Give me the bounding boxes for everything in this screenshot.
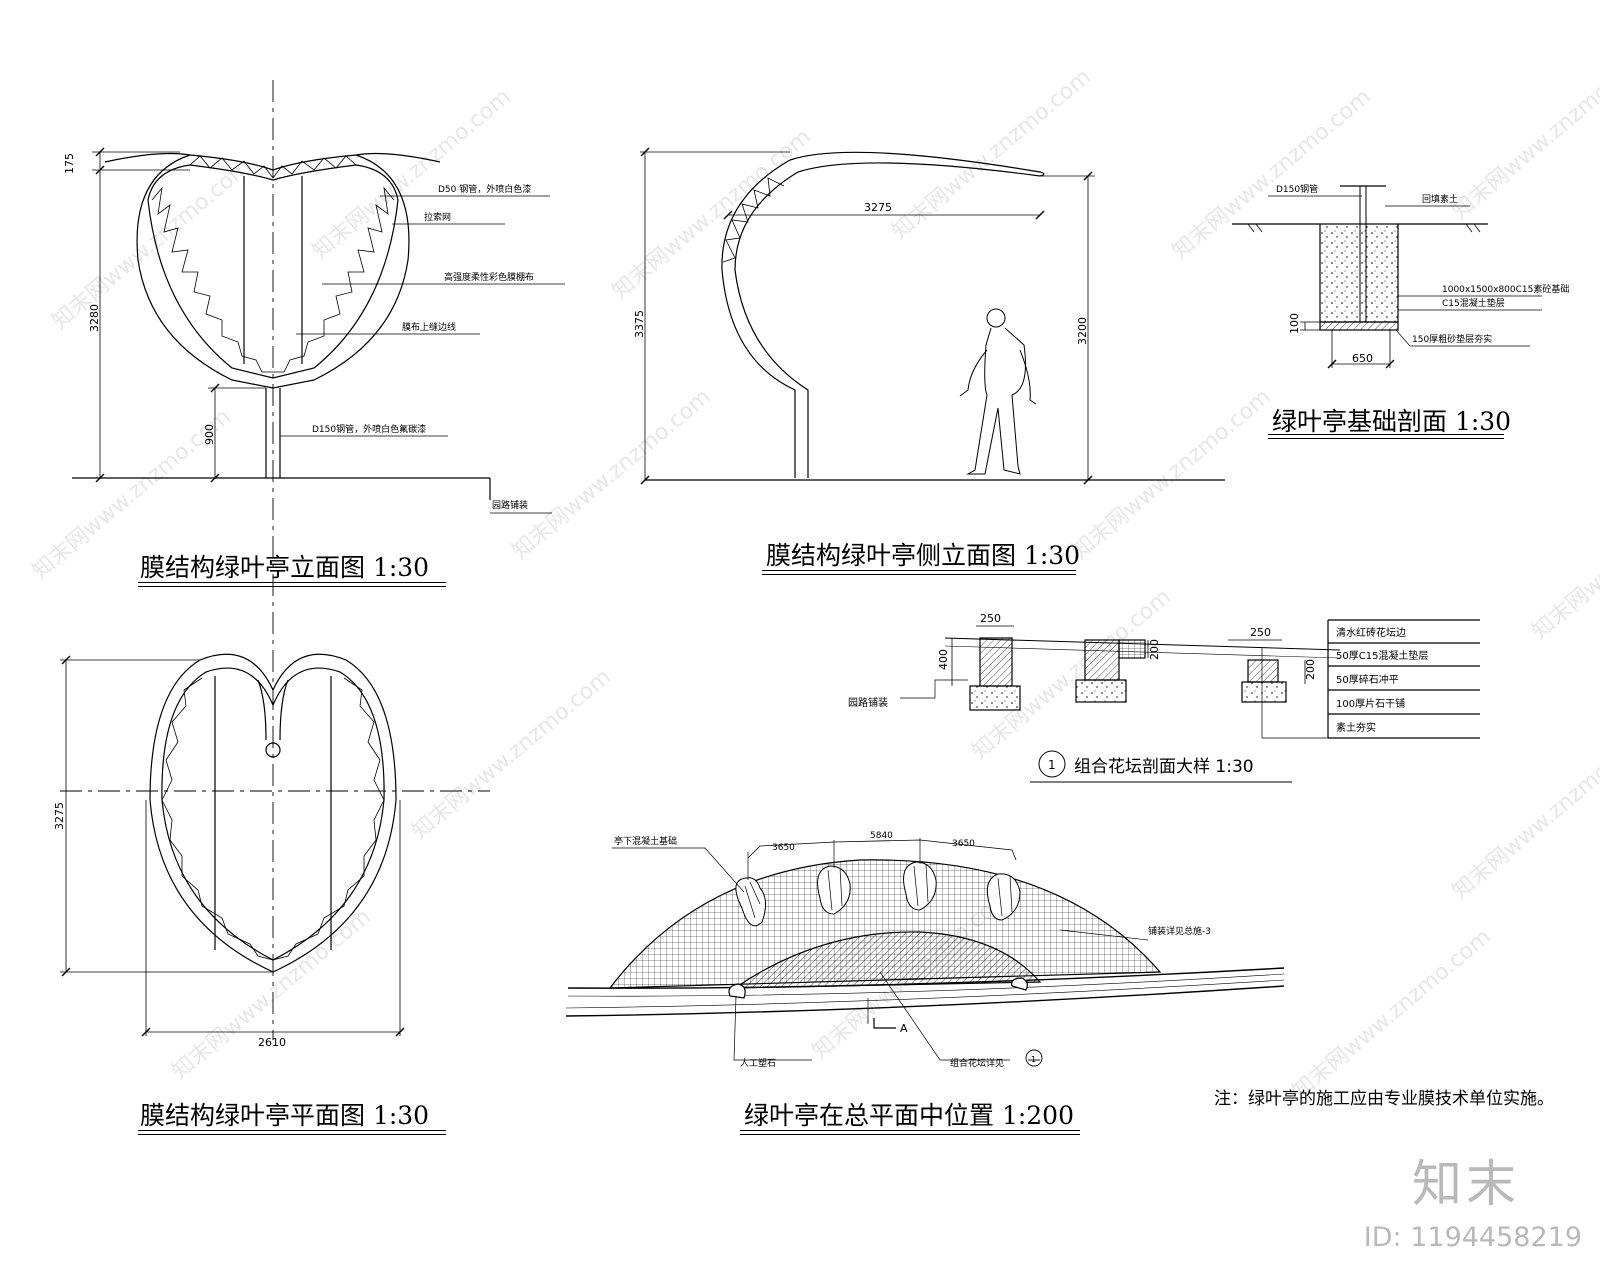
- site-dim-1: 3650: [772, 843, 795, 853]
- elevation-label-4: 膜布上缝边线: [402, 321, 456, 333]
- watermark-tile-15: 知末网www.znzmo.com: [1288, 924, 1496, 1104]
- side-elevation-view: [640, 147, 1225, 485]
- watermark-tile-7: 知末网www.znzmo.com: [508, 384, 716, 564]
- foundation-label-1: D150钢管: [1276, 183, 1318, 195]
- foundation-title: 绿叶亭基础剖面 1:30: [1272, 407, 1512, 436]
- plan-dim-width: 2610: [258, 1036, 286, 1049]
- planter-dim-w1: 250: [980, 612, 1001, 625]
- elevation-label-3: 高强度柔性彩色膜棚布: [444, 271, 534, 283]
- foundation-title-rule: [1268, 434, 1504, 439]
- site-dim-2: 5840: [870, 831, 893, 841]
- plan-dimension-texts: 3275 2610: [53, 802, 286, 1049]
- foundation-label-5: 150厚粗砂垫层夯实: [1412, 333, 1492, 345]
- plan-view: [60, 653, 490, 1037]
- foundation-label-3: 1000x1500x800C15素砼基础: [1442, 283, 1569, 295]
- planter-legend-1: 清水红砖花坛边: [1336, 626, 1406, 639]
- site-plan-view: [565, 838, 1285, 1067]
- planter-dim-h1: 400: [937, 649, 950, 670]
- side-dim-height-right: 3200: [1076, 317, 1089, 345]
- site-label-rock: 人工塑石: [740, 1058, 776, 1069]
- watermark-tile-9: 知末网www.znzmo.com: [1528, 464, 1600, 644]
- pavilion-leaf-1: [735, 877, 766, 927]
- site-plan-title-rule: [740, 1130, 1080, 1135]
- watermark-tile-10: 知末网www.znzmo.com: [408, 664, 616, 844]
- planter-legend-2: 50厚C15混凝土垫层: [1336, 649, 1428, 662]
- elevation-dim-top: 175: [63, 153, 76, 174]
- elevation-label-2: 拉索网: [424, 211, 451, 223]
- elevation-dimension-texts: 175 3280 900: [63, 153, 216, 445]
- construction-note: 注：绿叶亭的施工应由专业膜技术单位实施。: [1214, 1089, 1554, 1109]
- plan-title: 膜结构绿叶亭平面图 1:30: [140, 1101, 430, 1130]
- site-label-paving: 铺装详见总施-3: [1148, 925, 1211, 937]
- planter-dim-h3: 200: [1304, 659, 1317, 680]
- watermark-tile-5: 知末网www.znzmo.com: [1448, 44, 1600, 224]
- watermark-tile-0: 知末网www.znzmo.com: [48, 154, 256, 334]
- pavilion-leaf-2: [817, 865, 851, 915]
- side-dim-height-left: 3375: [633, 310, 646, 338]
- site-label-section: A: [900, 1022, 908, 1035]
- watermark-tile-3: 知末网www.znzmo.com: [888, 64, 1096, 244]
- site-dim-3: 3650: [952, 839, 975, 849]
- planter-left-label: 园路铺装: [848, 696, 888, 709]
- foundation-label-4: C15混凝土垫层: [1442, 297, 1505, 309]
- planter-legend-3: 50厚碎石冲平: [1336, 673, 1399, 686]
- elevation-title-rule: [138, 582, 446, 587]
- foundation-dim-depth: 100: [1288, 313, 1301, 334]
- foundation-dim-width: 650: [1352, 352, 1373, 365]
- watermark-tile-1: 知末网www.znzmo.com: [308, 84, 516, 264]
- site-label-pavilion: 亭下混凝土基础: [614, 835, 677, 847]
- planter-callout-number: 1: [1048, 758, 1056, 772]
- side-elevation-title: 膜结构绿叶亭侧立面图 1:30: [766, 541, 1081, 570]
- planter-dim-w2: 250: [1250, 626, 1271, 639]
- planter-section-view: [900, 619, 1480, 783]
- site-label-callout: 1: [1031, 1055, 1036, 1064]
- watermark-brand: 知末: [1412, 1155, 1520, 1213]
- watermark-tile-2: 知末网www.znzmo.com: [608, 124, 816, 304]
- side-elevation-dimension-texts: 3275 3375 3200: [633, 201, 1089, 345]
- elevation-title: 膜结构绿叶亭立面图 1:30: [140, 553, 430, 582]
- site-label-planter: 组合花坛详见: [950, 1057, 1004, 1069]
- site-plan-title: 绿叶亭在总平面中位置 1:200: [744, 1101, 1074, 1130]
- watermark-tile-12: 知末网www.znzmo.com: [1448, 724, 1600, 904]
- plan-title-rule: [138, 1130, 446, 1135]
- watermark-tile-8: 知末网www.znzmo.com: [1068, 384, 1276, 564]
- pavilion-leaf-4: [986, 873, 1021, 921]
- elevation-labels: D50 钢管，外喷白色漆 拉索网 高强度柔性彩色膜棚布 膜布上缝边线 D150钢…: [312, 183, 534, 511]
- foundation-label-2: 回填素土: [1422, 193, 1458, 205]
- side-elevation-title-rule: [762, 570, 1076, 575]
- pavilion-leaf-3: [903, 861, 937, 911]
- elevation-label-6: 园路铺装: [492, 499, 528, 511]
- foundation-labels: D150钢管 回填素土 1000x1500x800C15素砼基础 C15混凝土垫…: [1276, 183, 1569, 365]
- elevation-label-5: D150钢管，外喷白色氟碳漆: [312, 423, 426, 435]
- site-plan-labels: 3650 5840 3650 亭下混凝土基础 铺装详见总施-3 人工塑石 组合花…: [614, 831, 1211, 1069]
- plan-dim-height: 3275: [53, 802, 66, 830]
- elevation-dim-stem: 900: [203, 424, 216, 445]
- watermark-id: ID: 1194458219: [1363, 1222, 1582, 1253]
- planter-labels: 250 400 200 250 200 园路铺装 清水红砖花坛边 50厚C15混…: [848, 612, 1428, 777]
- planter-legend-4: 100厚片石干铺: [1336, 697, 1405, 710]
- human-figure: [959, 308, 1037, 475]
- elevation-label-1: D50 钢管，外喷白色漆: [438, 183, 531, 195]
- planter-dim-h2: 200: [1148, 639, 1161, 660]
- elevation-dim-height: 3280: [88, 304, 101, 332]
- side-dim-width: 3275: [864, 201, 892, 214]
- elevation-view: [72, 80, 565, 1040]
- watermark-tile-13: 知末网www.znzmo.com: [168, 904, 376, 1084]
- planter-legend-5: 素土夯实: [1336, 721, 1376, 734]
- foundation-section-view: [1232, 185, 1542, 369]
- planter-title: 组合花坛剖面大样 1:30: [1074, 757, 1254, 777]
